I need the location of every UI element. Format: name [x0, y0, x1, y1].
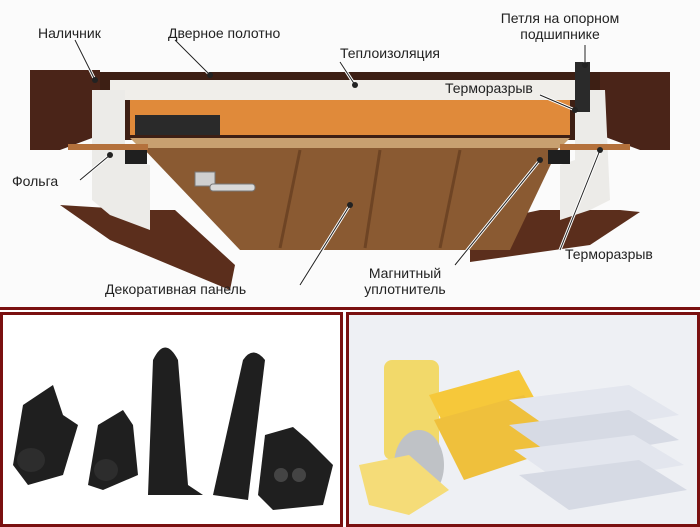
- wool-mat: [359, 455, 449, 515]
- orange-layer: [130, 100, 570, 135]
- magnetic-seal-left: [125, 150, 147, 164]
- label-folga: Фольга: [12, 173, 59, 189]
- label-magnitny-line2: уплотнитель: [364, 281, 446, 297]
- label-nalichnik: Наличник: [38, 25, 101, 41]
- left-jamb: [60, 205, 235, 290]
- label-petlya-line2: подшипнике: [520, 26, 600, 42]
- label-teploizolyaciya: Теплоизоляция: [340, 45, 440, 61]
- decorative-panel-wood: [140, 145, 560, 250]
- left-side-insulation: [92, 90, 150, 230]
- lock-plate: [135, 115, 220, 135]
- seal-profile-1: [13, 385, 78, 485]
- label-petlya-line1: Петля на опорном: [500, 10, 620, 26]
- insulation-layer: [110, 80, 590, 100]
- door-handle: [194, 171, 256, 192]
- right-side-insulation: [560, 90, 610, 220]
- insulation-materials-illustration: [359, 360, 687, 515]
- label-dvernoe-polotno: Дверное полотно: [168, 25, 281, 41]
- label-magnitny-line1: Магнитный: [368, 265, 442, 281]
- diagram-panel: Наличник Дверное полотно Петля на опорно…: [0, 10, 700, 310]
- label-termorazryv-top: Терморазрыв: [445, 80, 533, 96]
- insulation-photo-panel: [346, 312, 700, 527]
- door-cross-section: [30, 38, 670, 290]
- hinge: [575, 62, 590, 112]
- seal-profile-5: [258, 427, 333, 510]
- rubber-seals-illustration: [13, 347, 333, 510]
- wood-top-strip: [130, 138, 570, 148]
- label-dekorativnaya-panel: Декоративная панель: [105, 281, 247, 297]
- foil-strip-left: [68, 144, 148, 150]
- left-trim: [30, 70, 100, 150]
- foil-strip-right: [560, 144, 630, 150]
- label-termorazryv-bottom: Терморазрыв: [565, 246, 653, 262]
- seals-photo-panel: [0, 312, 343, 527]
- seal-profile-4: [213, 352, 265, 500]
- seal-profile-3: [148, 347, 203, 495]
- right-trim: [600, 72, 670, 150]
- magnetic-seal-right: [548, 150, 570, 164]
